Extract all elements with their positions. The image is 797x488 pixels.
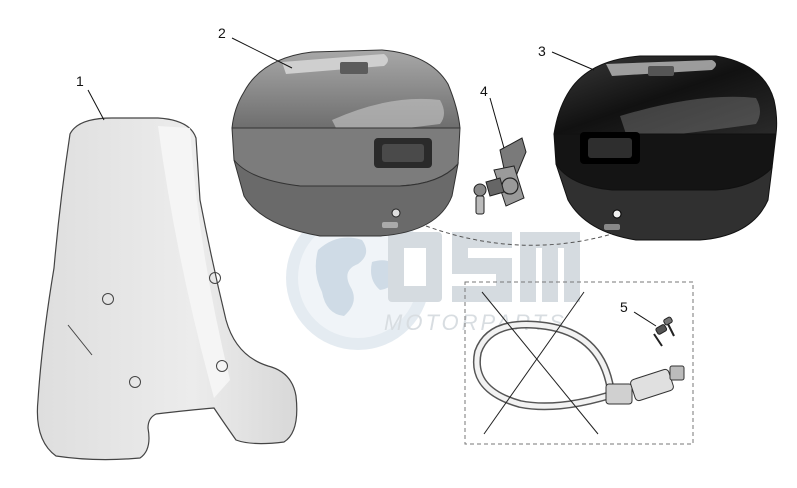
top-case-black: [553, 55, 778, 241]
watermark-logo: [388, 232, 580, 302]
callout-1: 1: [76, 73, 84, 89]
callout-3: 3: [538, 43, 546, 59]
watermark: MOTORPARTS: [286, 206, 580, 350]
callout-2: 2: [218, 25, 226, 41]
top-case-grey: [231, 49, 461, 237]
callout-4: 4: [480, 83, 488, 99]
connector-arc: [425, 225, 613, 246]
callout-5: 5: [620, 299, 628, 315]
windscreen: [36, 117, 298, 461]
keys-icon: [653, 316, 675, 347]
cable-lock-panel: [464, 281, 694, 445]
leader-lines: [87, 37, 657, 327]
lock-set: [473, 137, 527, 215]
cross-out-mark: [481, 291, 599, 435]
